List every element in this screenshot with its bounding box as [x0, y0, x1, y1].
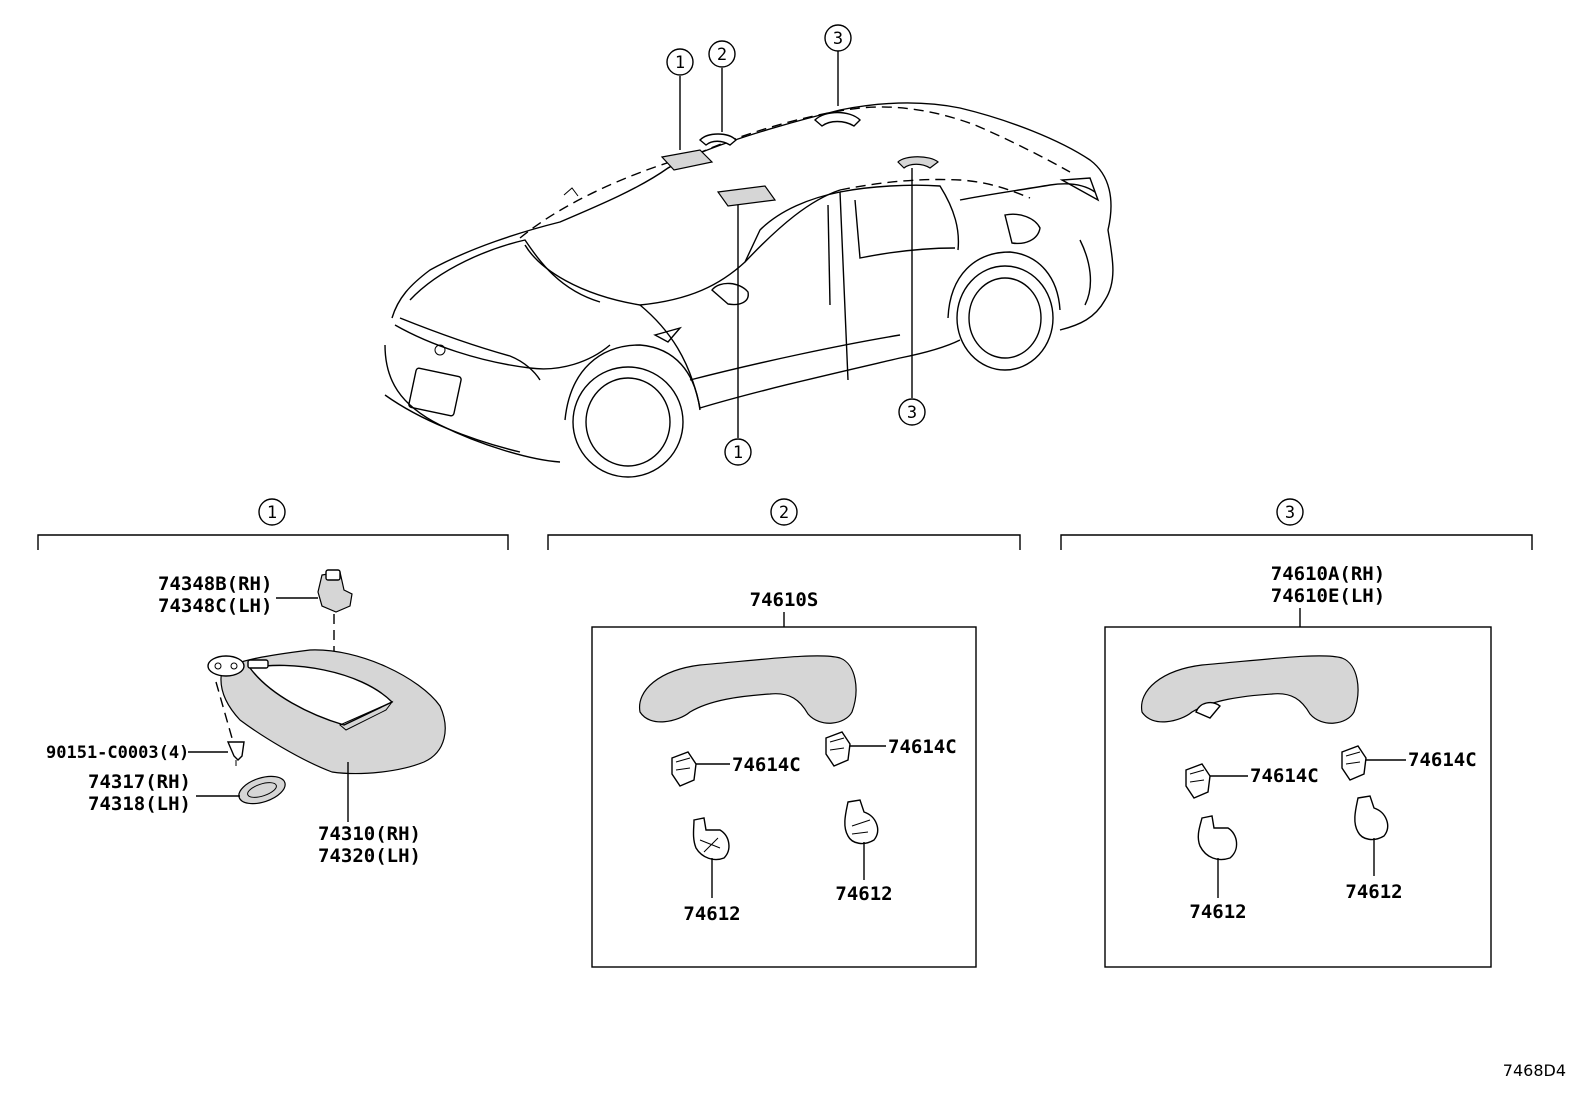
cover-right-part [844, 799, 879, 845]
screw-part [226, 741, 245, 766]
assist-grip-rh-part [1141, 655, 1359, 724]
sun-visor-part [207, 649, 446, 775]
part-74610E-LH: 74610E(LH) [1271, 585, 1385, 607]
part-74612-right: 74612 [835, 883, 892, 905]
clip-right-part [825, 731, 851, 767]
section-1-header: 1 [37, 498, 509, 550]
part-74614C-right-3: 74614C [1408, 749, 1477, 771]
part-74614C-right: 74614C [888, 736, 957, 758]
section-3-box [1104, 626, 1492, 968]
visor-holder-part [238, 775, 286, 805]
section-3-assist-grip: 74610A(RH) 74610E(LH) 74614C 74614C 7461… [1104, 563, 1492, 968]
svg-text:3: 3 [907, 403, 917, 423]
part-74318-LH: 74318(LH) [88, 793, 191, 815]
part-74348C-LH: 74348C(LH) [158, 595, 272, 617]
svg-text:2: 2 [717, 45, 727, 65]
section-2-assist-grip: 74610S 74614C 74614C 74612 74612 [591, 589, 977, 968]
callout-3-top: 3 [824, 24, 852, 52]
part-74612-left-3: 74612 [1189, 901, 1246, 923]
section-2-box [591, 626, 977, 968]
part-74612-left: 74612 [683, 903, 740, 925]
clip-right-part-3 [1341, 745, 1367, 781]
clip-left-part [671, 751, 697, 787]
diagram-reference: 7468D4 [1503, 1061, 1566, 1080]
svg-text:1: 1 [675, 53, 685, 73]
callout-1-bottom: 1 [724, 438, 752, 466]
svg-text:3: 3 [1285, 503, 1295, 523]
part-74317-RH: 74317(RH) [88, 771, 191, 793]
part-74348B-RH: 74348B(RH) [158, 573, 272, 595]
callout-3-bottom: 3 [898, 398, 926, 426]
svg-text:1: 1 [267, 503, 277, 523]
part-74310-RH: 74310(RH) [318, 823, 421, 845]
part-74614C-left-3: 74614C [1250, 765, 1319, 787]
car-illustration [384, 102, 1114, 478]
cover-left-part-3 [1197, 815, 1238, 861]
part-74612-right-3: 74612 [1345, 881, 1402, 903]
part-90151-C0003: 90151-C0003(4) [46, 743, 189, 763]
car-callouts: 1 2 3 1 3 [666, 24, 926, 466]
section-1-sun-visor: 74348B(RH) 74348C(LH) 90151-C0003(4) 743… [46, 569, 446, 867]
svg-text:1: 1 [733, 443, 743, 463]
visor-stay-part [317, 569, 353, 613]
section-3-header: 3 [1060, 498, 1533, 550]
assist-grip-part [639, 655, 857, 724]
part-74610A-RH: 74610A(RH) [1271, 563, 1385, 585]
svg-text:3: 3 [833, 29, 843, 49]
part-74320-LH: 74320(LH) [318, 845, 421, 867]
cover-right-part-3 [1354, 795, 1389, 841]
section-2-header: 2 [547, 498, 1021, 550]
cover-left-part [692, 817, 730, 861]
callout-2-top: 2 [708, 40, 736, 68]
part-74614C-left: 74614C [732, 754, 801, 776]
part-74610S: 74610S [750, 589, 819, 611]
svg-text:2: 2 [779, 503, 789, 523]
clip-left-part-3 [1185, 763, 1211, 799]
callout-1-top: 1 [666, 48, 694, 76]
